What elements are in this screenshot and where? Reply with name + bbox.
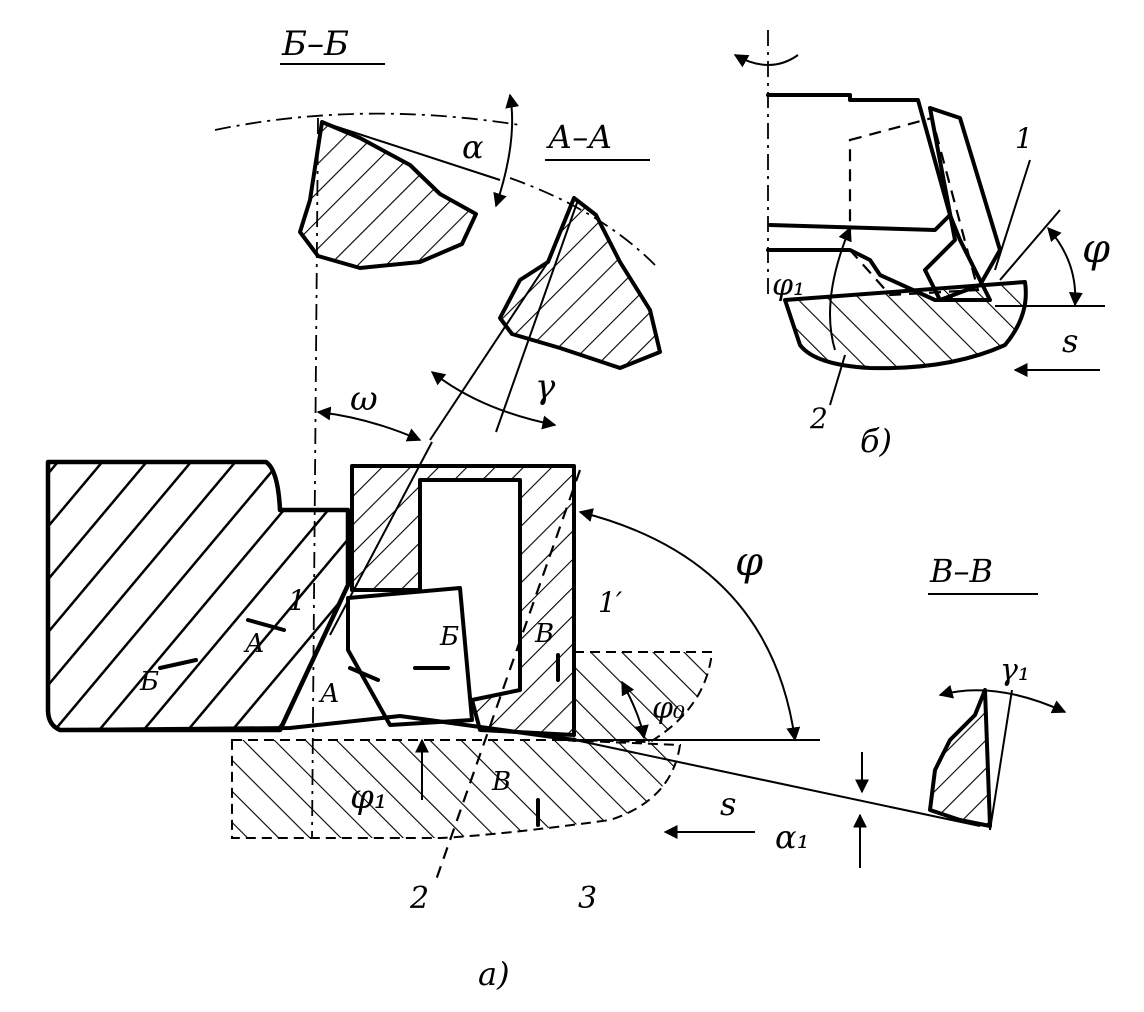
label-gamma: γ: [535, 367, 556, 407]
labels-group: Б–Б А–А В–В α γ ω φ φ φ₁ φ₁ φ₀ α₁ γ₁ s s…: [139, 24, 1110, 993]
drill-body-b: [766, 93, 952, 232]
label-n1p-a: 1′: [598, 586, 623, 619]
section-vv-profile: [928, 688, 992, 828]
alpha-arc: [493, 93, 520, 208]
section-vv-group: [853, 684, 1067, 868]
label-n2-a: 2: [409, 881, 429, 916]
holder-b: [766, 213, 992, 302]
label-phi-main: φ: [735, 539, 763, 585]
label-n1-a: 1: [288, 584, 306, 617]
cut-marker-b1: [158, 658, 198, 670]
workpiece-b: [783, 280, 1028, 371]
drill-body-left: [45, 459, 351, 733]
label-cut-a2: А: [318, 679, 340, 709]
drill-center-insert: [346, 586, 474, 727]
rotation-arrow: [733, 54, 799, 68]
phi1-arc-b: [829, 226, 852, 351]
label-cut-v2: В: [491, 767, 511, 797]
label-cut-b2: Б: [439, 622, 459, 652]
edge-line-1-b: [994, 159, 1031, 271]
gamma-ref-line: [429, 261, 549, 441]
caption-b: б): [860, 422, 892, 460]
omega-arc: [316, 406, 422, 442]
main-view-group: [45, 441, 981, 881]
hidden-edge-b: [848, 116, 980, 297]
right-insert: [573, 651, 714, 744]
label-alpha: α: [462, 128, 484, 166]
cutting-edge-line: [58, 714, 577, 742]
label-alpha1: α₁: [775, 818, 809, 856]
gamma1-line-b: [989, 689, 1013, 831]
section-bb-group: [214, 93, 521, 270]
label-n2-b: 2: [809, 402, 828, 435]
view-b-group: [733, 30, 1105, 406]
gamma1-arc: [938, 684, 1067, 714]
label-cut-b1: Б: [139, 667, 159, 697]
gamma1-line-a: [984, 689, 991, 831]
caption-a: а): [478, 955, 510, 993]
cut-marker-a1: [246, 618, 286, 632]
section-aa-profile: [498, 196, 662, 370]
cut-marker-a2: [348, 666, 380, 682]
label-n1-b: 1: [1015, 122, 1033, 155]
construction-line-1: [329, 441, 433, 636]
label-cut-a1: А: [243, 629, 265, 659]
section-aa-group: [429, 177, 662, 441]
phi-line-b: [999, 209, 1061, 281]
label-section-bb: Б–Б: [281, 24, 349, 64]
phi-arc-b: [1047, 226, 1083, 307]
rake-face-line-bb: [321, 121, 501, 181]
construction-line-2: [434, 469, 582, 881]
label-s-b: s: [1062, 322, 1078, 360]
drill-axis-line: [311, 117, 319, 839]
label-omega: ω: [350, 379, 378, 419]
reference-arc-aa: [509, 177, 656, 266]
label-section-aa: А–А: [546, 118, 612, 156]
relief-line: [574, 739, 981, 827]
label-n3-a: 3: [578, 881, 597, 916]
drill-shank-upper: [350, 464, 576, 737]
reference-arc-bb: [214, 112, 521, 131]
label-phi1-b: φ₁: [772, 268, 805, 303]
phi-o-arc: [621, 680, 649, 740]
label-phi-b: φ: [1082, 226, 1110, 272]
label-s-a: s: [720, 785, 736, 823]
label-phi-o: φ₀: [652, 691, 685, 726]
label-section-vv: В–В: [929, 552, 993, 590]
edge-line-2-b: [829, 354, 846, 406]
label-gamma1: γ₁: [1000, 653, 1030, 688]
label-cut-v1: В: [534, 619, 554, 649]
section-bb-profile: [298, 120, 478, 270]
workpiece-body: [231, 739, 682, 839]
phi-arc: [578, 508, 801, 742]
gamma-arc: [430, 371, 557, 430]
label-phi1-a: φ₁: [350, 777, 387, 817]
